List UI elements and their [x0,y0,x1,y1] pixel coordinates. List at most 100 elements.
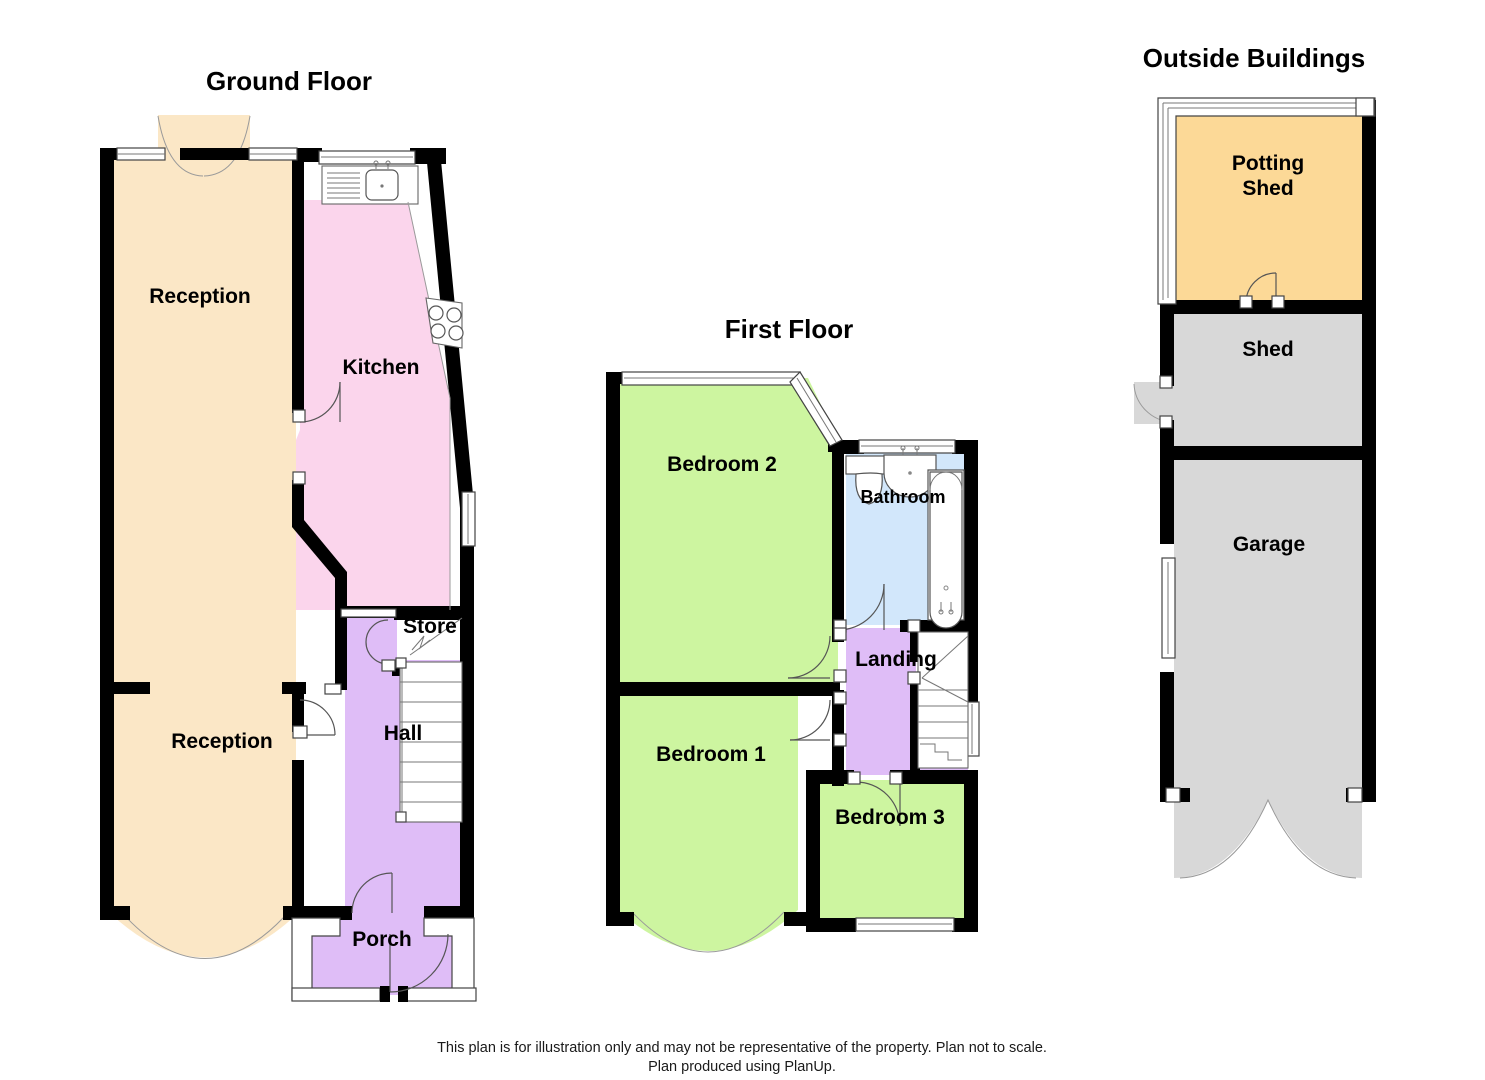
basin-icon [883,445,937,498]
door-reception-hall-arc [299,699,336,736]
door-jamb-kitchen-a [292,409,306,423]
stair-newel-top [395,657,407,669]
room-label-bedroom1: Bedroom 1 [656,743,766,766]
ground-wall-kitchen-outer [426,150,474,595]
first-wall-bed3-bottom-b [952,918,978,932]
kitchen-counter-edge [407,201,451,610]
garage-door-jamb-a [1165,787,1181,803]
ground-floor-title: Ground Floor [206,66,372,96]
outside-wall-pottingshed-bottom [1160,300,1374,314]
shed-door-recess-fill [1134,382,1174,424]
outside-buildings-group: Outside Buildings [1133,43,1376,879]
garage-fill [1174,458,1362,798]
ground-staircase [395,617,463,823]
first-floor-title: First Floor [725,314,854,344]
draining-board-icon [327,172,360,199]
outside-wall-right-upper [1362,100,1376,450]
porch-door-jamb-left [380,986,390,1002]
room-label-kitchen: Kitchen [342,356,419,379]
door-kitchen-reception-arc [299,381,341,423]
first-staircase [907,631,969,769]
door-bedroom1-arc [789,699,831,741]
first-floor-group: First Floor [606,314,980,953]
bedroom3-fill [820,780,968,930]
outside-doors [1159,272,1363,879]
stair-newel-bottom [395,811,407,823]
ground-wall-hall-porch-a [292,906,352,920]
room-label-porch: Porch [352,928,412,951]
garage-door-jamb-b [1347,787,1363,803]
door-jamb-bathroom-b [907,619,921,633]
shed-door-jamb-b [1159,415,1173,429]
outside-buildings-title: Outside Buildings [1143,43,1365,73]
room-label-bedroom2: Bedroom 2 [667,453,777,476]
first-door-arcs [787,583,921,827]
reception-front-fill [112,115,296,690]
first-wall-bed2-bed1 [612,682,840,696]
ground-wall-kitchen-angle [292,508,347,690]
footer-disclaimer-line2: Plan produced using PlanUp. [648,1059,836,1075]
outside-wall-garage-left-a [1160,454,1174,544]
door-jamb-bedroom1-b [833,733,847,747]
wc-icon [845,455,893,505]
reception-front-bay-arc-left [157,115,204,177]
first-wall-bed3-bottom-a [806,918,856,932]
reception-rear-bow-arc [125,916,285,959]
potting-shed-fill [1174,113,1362,306]
first-wall-bedroom2-landing [832,690,844,776]
shed-door-jamb-a [1159,375,1173,389]
potting-shed-door-jamb-a [1239,295,1253,309]
first-stair-newel [907,671,921,685]
room-label-potting-shed-line2: Shed [1242,177,1293,200]
hob-icon [425,297,464,349]
porch-window-bottom-right [405,987,477,1002]
garage-door-swing-arc [1179,798,1357,879]
sink-icon [365,160,399,201]
bedroom1-fill [618,696,798,951]
bedroom2-fill [618,378,838,688]
outside-wall-shed-garage [1174,446,1376,460]
door-jamb-store [381,659,396,672]
shed-fill [1174,310,1362,450]
ground-wall-hall-porch-b [424,906,474,920]
room-label-bathroom: Bathroom [861,487,946,507]
first-wall-bedroom2-bathroom [832,440,844,642]
first-wall-bed3-top-b [890,770,978,784]
store-threshold [340,608,397,618]
room-label-reception-front: Reception [149,285,251,308]
ground-wall-reception-kitchen-b [292,480,304,520]
ground-wall-reception-kitchen [292,153,304,413]
ground-wall-reception-hall-b [292,760,304,920]
potting-shed-window-run [1157,97,1376,305]
room-label-reception-rear: Reception [171,730,273,753]
door-jamb-bedroom3-b [889,771,903,785]
porch-window-bottom-left [291,987,381,1002]
door-jamb-reception-hall [292,725,308,739]
footer-disclaimer-line1: This plan is for illustration only and m… [437,1040,1047,1056]
ground-wall-right-lower [460,595,474,925]
door-jamb-bedroom1-a [833,691,847,705]
reception-rear-fill [112,690,296,958]
first-wall-bed3-left [806,770,820,928]
ground-door-arcs [292,381,397,739]
ground-wall-reception-divider-a [100,682,150,694]
door-store-arc [365,619,389,665]
landing-fill [846,628,916,775]
ground-wall-bottom-left-stub [100,906,130,920]
room-label-store: Store [403,615,457,638]
door-bedroom3-arc [855,781,901,827]
reception-front-bay-arc-right [203,115,251,177]
porch-fill-notch [345,880,430,920]
hall-to-porch-door-arc [351,872,393,914]
bathroom-fittings [845,445,965,629]
potting-shed-window-end [1355,97,1375,117]
first-windows [621,371,980,932]
outside-wall-garage-left-b [1160,672,1174,802]
first-wall-bottom-left-stub [606,912,634,926]
kitchen-fittings [321,160,464,610]
door-jamb-bedroom2-b [833,669,847,683]
first-wall-landing-right-b [910,676,920,774]
porch-door-jamb-right [398,986,408,1002]
first-staircase-body [917,631,969,769]
first-wall-landing-right-a [910,632,920,662]
